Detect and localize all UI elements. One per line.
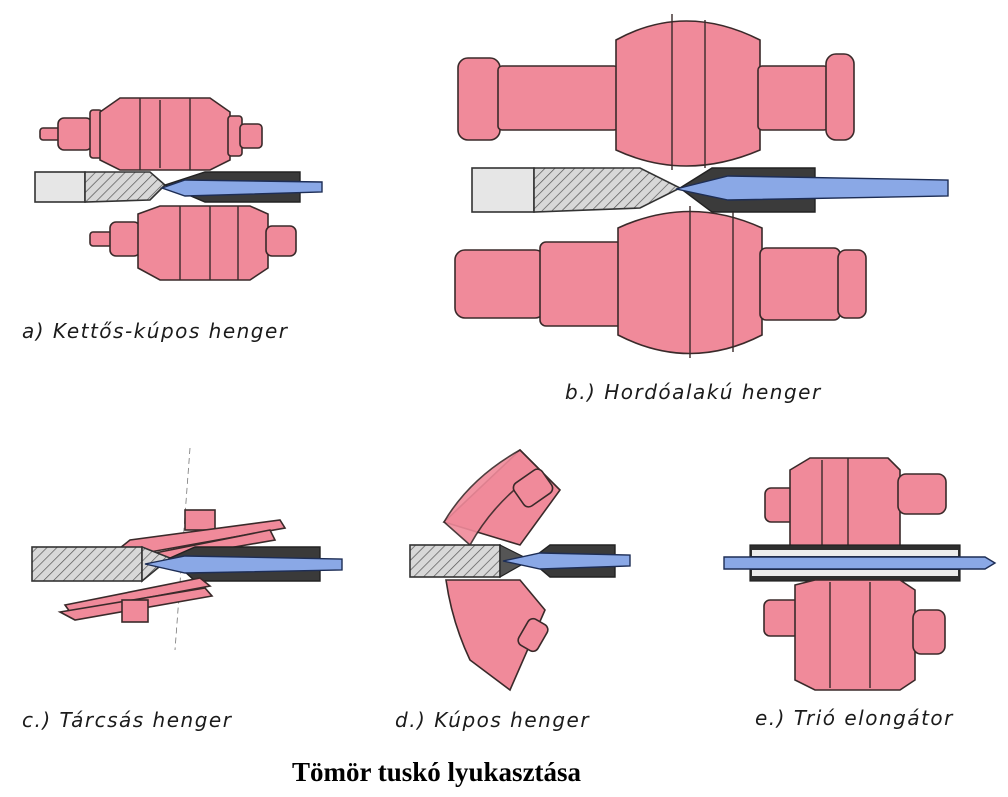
panel-e-lower-roll — [763, 579, 946, 691]
panel-a: a) Kettős-kúpos henger — [22, 97, 323, 343]
panel-c-mandrel — [144, 555, 343, 574]
panel-a-lower-roll — [89, 205, 297, 281]
panel-c-lower-disc — [57, 577, 214, 623]
panel-c: c.) Tárcsás henger — [22, 447, 343, 732]
panel-a-upper-roll — [39, 97, 263, 171]
panel-b-lower-roll — [454, 206, 867, 358]
panel-e: e.) Trió elongátor — [723, 457, 997, 730]
panel-a-caption: a) Kettős-kúpos henger — [22, 319, 289, 343]
panel-b-mandrel — [675, 175, 949, 201]
panel-c-caption: c.) Tárcsás henger — [22, 708, 233, 732]
panel-d-upper-cone — [442, 448, 562, 547]
panel-d-lower-cone — [445, 579, 549, 692]
panel-b-upper-roll — [457, 14, 855, 170]
panel-d: d.) Kúpos henger — [395, 448, 631, 732]
panel-b: b.) Hordóalakú henger — [454, 14, 949, 404]
page-title: Tömör tuskó lyukasztása — [292, 757, 582, 787]
panel-e-upper-roll — [764, 457, 947, 549]
panel-e-caption: e.) Trió elongátor — [755, 706, 954, 730]
panel-d-mandrel — [502, 552, 631, 570]
panel-d-caption: d.) Kúpos henger — [395, 708, 590, 732]
panel-b-caption: b.) Hordóalakú henger — [565, 380, 822, 404]
panel-a-mandrel — [159, 179, 323, 197]
panel-e-mandrel — [723, 556, 997, 570]
